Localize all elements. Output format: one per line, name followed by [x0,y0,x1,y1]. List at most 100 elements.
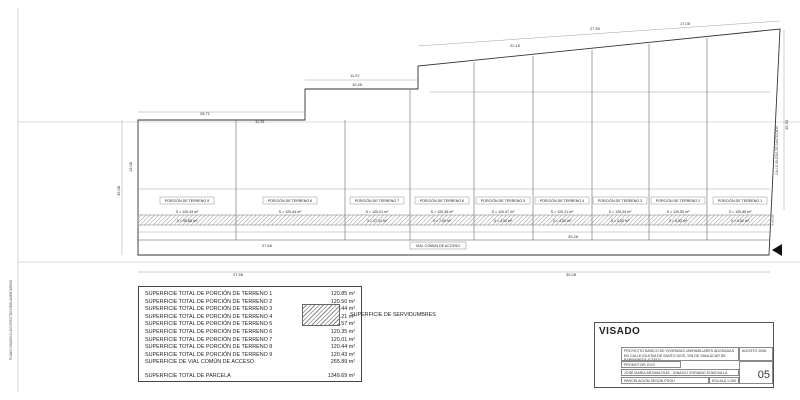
portion-label-box [712,196,768,205]
surface-row-value: 120.85 m² [330,291,355,297]
total-label: SUPERFICIE TOTAL DE PARCELA [145,372,231,379]
project-title: PROYECTO BÁSICO DE VIVIENDAS UNIFAMILIAR… [621,347,739,361]
legend: SUPERFICIE DE SERVIDUMBRES [302,304,436,326]
surface-row-label: SUPERFICIE DE VIAL COMÚN DE ACCESO [145,359,255,366]
portion-area: S = 120,44 m² [609,210,632,214]
surface-row-value: 120.21 m² [330,313,355,320]
portion-strip-area: 3 = 17,31 m² [367,219,388,223]
portion-label: PORCIÓN DE TERRENO 6 [420,198,464,203]
portion-strip-area: 3 = 4,52 m² [731,219,750,223]
portion-label: PORCIÓN DE TERRENO 4 [540,198,584,203]
surface-row: SUPERFICIE DE VIAL COMÚN DE ACCESO 265.89… [145,359,355,367]
portion-label: PORCIÓN DE TERRENO 8 [268,198,312,203]
dim-left-top: 28,71 [200,111,211,116]
surface-row-value: 120.44 m² [330,306,355,313]
portion-label-box [349,196,405,205]
visado-stamp: VISADO [599,326,641,337]
portion-label-box [262,196,318,205]
client-field: PROMOTOR: ECO [621,361,681,368]
portion-label-box [592,196,648,205]
portion-area: S = 120,50 m² [667,210,690,214]
entrance-arrow-icon [772,244,782,256]
surface-row: SUPERFICIE TOTAL DE PORCIÓN DE TERRENO 1… [145,291,355,299]
dim-slant: 22,15 [510,43,521,48]
surface-row: SUPERFICIE TOTAL DE PORCIÓN DE TERRENO 4… [145,314,355,322]
portion-area: S = 120,57 m² [492,210,515,214]
sheet-title: PARCELACIÓN SEGÚN PGOU [621,377,709,384]
surface-row: SUPERFICIE TOTAL DE PORCIÓN DE TERRENO 7… [145,337,355,345]
portion-label: PORCIÓN DE TERRENO 7 [355,198,399,203]
hatch-swatch-icon [302,304,340,326]
portion-label: PORCIÓN DE TERRENO 2 [656,198,700,203]
surface-row-label: SUPERFICIE TOTAL DE PORCIÓN DE TERRENO 4 [145,313,273,320]
surface-row-label: SUPERFICIE TOTAL DE PORCIÓN DE TERRENO 2 [145,298,273,305]
dim-left-vertical-2: 13,08 [128,161,133,172]
surface-row-value: 120.43 m² [330,351,355,358]
dimension-lines [121,20,785,273]
dim-road-left: 27,66 [262,243,273,248]
dim-right-vertical: 15,30 [784,119,789,130]
portion-label-box [414,196,470,205]
surface-row: SUPERFICIE TOTAL DE PORCIÓN DE TERRENO 5… [145,321,355,329]
surface-row: SUPERFICIE TOTAL DE PORCIÓN DE TERRENO 6… [145,329,355,337]
portion-label-box [475,196,531,205]
dim-step-top-2: 10,45 [352,82,363,87]
dimension-texts: 28,71 11,31 11,57 10,45 27,50 17,05 22,1… [116,21,789,277]
dim-step-top: 11,57 [350,73,360,78]
legend-label: SUPERFICIE DE SERVIDUMBRES [350,312,436,318]
surface-row: SUPERFICIE TOTAL DE PORCIÓN DE TERRENO 3… [145,306,355,314]
dim-road-right: 39,28 [568,234,579,239]
portion-label: PORCIÓN DE TERRENO 5 [481,198,525,203]
portion-strip-area: 3 = 95,68 m² [177,219,198,223]
portion-strip-area: 3 = 4,52 m² [611,219,630,223]
surface-row: SUPERFICIE TOTAL DE PORCIÓN DE TERRENO 9… [145,352,355,360]
portion-label-box [650,196,706,205]
portion-dividers [235,38,708,240]
surface-row-label: SUPERFICIE TOTAL DE PORCIÓN DE TERRENO 8 [145,344,273,351]
portion-label-box [159,196,215,205]
date-field: AGOSTO 2006 [739,347,773,361]
portion-area: S = 120,44 m² [279,210,302,214]
surface-row: SUPERFICIE TOTAL DE PORCIÓN DE TERRENO 8… [145,344,355,352]
common-road-label: VIAL COMÚN DE ACCESO [416,243,460,248]
portion-strip-area: 3 = 7,00 m² [433,219,452,223]
portion-label-box [534,196,590,205]
portion-label: PORCIÓN DE TERRENO 3 [598,198,642,203]
portion-area: S = 120,21 m² [551,210,574,214]
dim-overall-top: 27,50 [590,26,601,31]
portion-label: PORCIÓN DE TERRENO 1 [718,198,762,203]
portion-area: S = 120,01 m² [366,210,389,214]
surface-row-label: SUPERFICIE TOTAL DE PORCIÓN DE TERRENO 6 [145,328,273,335]
surface-row-value: 265.89 m² [330,359,355,366]
dim-left-top-2: 11,31 [255,119,265,124]
servitude-strip [137,214,774,226]
sheet-number: 05 [739,361,773,384]
portion-area: S = 120,43 m² [176,210,199,214]
portion-label: PORCIÓN DE TERRENO 9 [165,198,209,203]
portion-area: S = 120,85 m² [729,210,752,214]
surface-row-value: 120.50 m² [330,298,355,305]
scale-field: ESCALA 1:150 [709,377,739,384]
portion-labels: PORCIÓN DE TERRENO 9 S = 120,43 m² 3 = 95,… [159,196,768,223]
title-block: VISADO PROYECTO BÁSICO DE VIVIENDAS UNIF… [594,322,774,388]
surface-row-value: 120.57 m² [330,321,355,328]
dim-left-vertical: 15,08 [116,185,121,196]
architects-field: JOSÉ MARÍA MEDINA RUIZ · IGNACIO SORIANO… [621,369,739,376]
portion-strip-area: 3 = 4,52 m² [669,219,688,223]
surface-row-label: SUPERFICIE TOTAL DE PORCIÓN DE TERRENO 7 [145,336,273,343]
dim-bottom-left: 27,56 [233,272,244,277]
surface-row: SUPERFICIE TOTAL DE PORCIÓN DE TERRENO 2… [145,299,355,307]
parcel-outline [137,28,781,256]
total-row: SUPERFICIE TOTAL DE PARCELA 1349.69 m² [145,373,355,381]
surface-row-value: 120.35 m² [330,328,355,335]
surface-row-value: 120.01 m² [330,336,355,343]
surface-row-value: 120.44 m² [330,344,355,351]
portion-area: S = 120,35 m² [431,210,454,214]
dim-overall-top-2: 17,05 [680,21,691,26]
surface-table: SUPERFICIE TOTAL DE PORCIÓN DE TERRENO 1… [138,286,362,382]
surface-row-label: SUPERFICIE TOTAL DE PORCIÓN DE TERRENO 1 [145,291,273,297]
total-value: 1349.69 m² [327,372,355,379]
dim-bottom-right: 39,28 [566,272,577,277]
surface-row-label: SUPERFICIE TOTAL DE PORCIÓN DE TERRENO 3 [145,306,273,313]
